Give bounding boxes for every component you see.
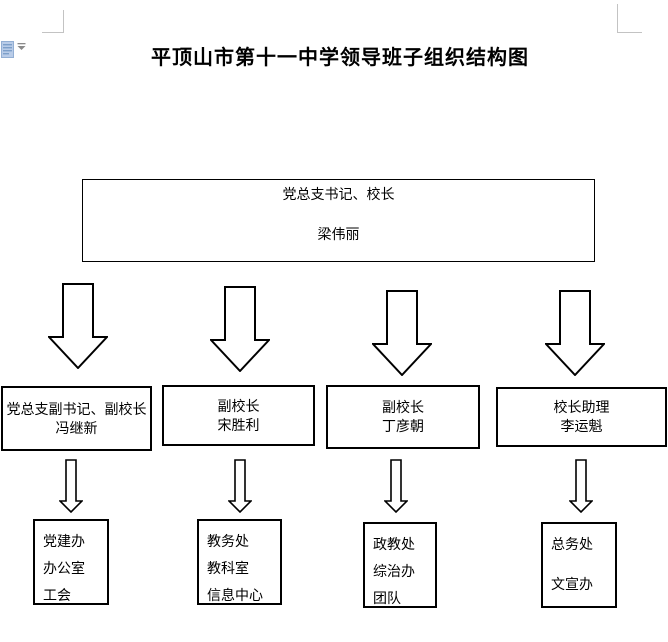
down-arrow-icon[interactable] (372, 290, 432, 376)
dept-line: 教务处 (207, 533, 249, 549)
leader-title: 党总支副书记、副校长 (6, 400, 147, 417)
page-margin-mark-top-left-h (42, 32, 64, 33)
org-leader-box-songshengli[interactable]: 副校长 宋胜利 (162, 385, 315, 446)
page-margin-mark-top-right-v (617, 4, 618, 33)
down-arrow-small-icon[interactable] (228, 459, 252, 513)
leader-name: 宋胜利 (217, 416, 260, 433)
dept-line: 教科室 (207, 560, 249, 576)
org-leader-box-dingyanchao[interactable]: 副校长 丁彦朝 (326, 385, 480, 449)
down-arrow-icon[interactable] (545, 290, 605, 376)
page-title: 平顶山市第十一中学领导班子组织结构图 (151, 47, 529, 69)
dept-line: 党建办 (43, 533, 85, 549)
dept-line: 办公室 (43, 560, 85, 576)
paste-options-icon[interactable] (1, 41, 14, 58)
down-arrow-small-icon[interactable] (384, 459, 408, 513)
dept-line: 工会 (43, 587, 71, 603)
down-arrow-small-icon[interactable] (59, 459, 83, 513)
leader-name: 冯继新 (55, 419, 98, 436)
dept-line: 文宣办 (551, 576, 593, 592)
leader-title: 副校长 (382, 399, 424, 415)
down-arrow-icon[interactable] (210, 286, 270, 372)
page-margin-mark-top-left-v (63, 10, 64, 33)
org-root-title: 党总支书记、校长 (282, 186, 395, 202)
page-margin-mark-top-right-h (617, 32, 642, 33)
org-root-box[interactable]: 党总支书记、校长 梁伟丽 (82, 179, 595, 262)
dept-line: 综治办 (373, 563, 415, 579)
org-dept-box-party[interactable]: 党建办 办公室 工会 (33, 519, 109, 605)
dept-line: 信息中心 (207, 587, 263, 603)
leader-title: 校长助理 (553, 399, 610, 415)
org-leader-box-liyunkui[interactable]: 校长助理 李运魁 (496, 387, 667, 447)
dept-line: 总务处 (551, 536, 593, 552)
down-arrow-icon[interactable] (48, 283, 108, 369)
down-arrow-small-icon[interactable] (569, 459, 593, 513)
leader-title: 副校长 (217, 397, 260, 414)
leader-name: 丁彦朝 (382, 418, 424, 434)
org-root-name: 梁伟丽 (317, 226, 360, 242)
leader-name: 李运魁 (560, 418, 603, 434)
org-dept-box-political[interactable]: 政教处 综治办 团队 (363, 522, 437, 608)
dept-line: 团队 (373, 590, 401, 606)
org-leader-box-fengjixin[interactable]: 党总支副书记、副校长 冯继新 (1, 386, 152, 451)
dept-line: 政教处 (373, 536, 415, 552)
dropdown-arrow-icon[interactable] (17, 43, 26, 50)
org-dept-box-general-affairs[interactable]: 总务处 文宣办 (541, 522, 617, 608)
org-dept-box-teaching[interactable]: 教务处 教科室 信息中心 (197, 519, 282, 605)
